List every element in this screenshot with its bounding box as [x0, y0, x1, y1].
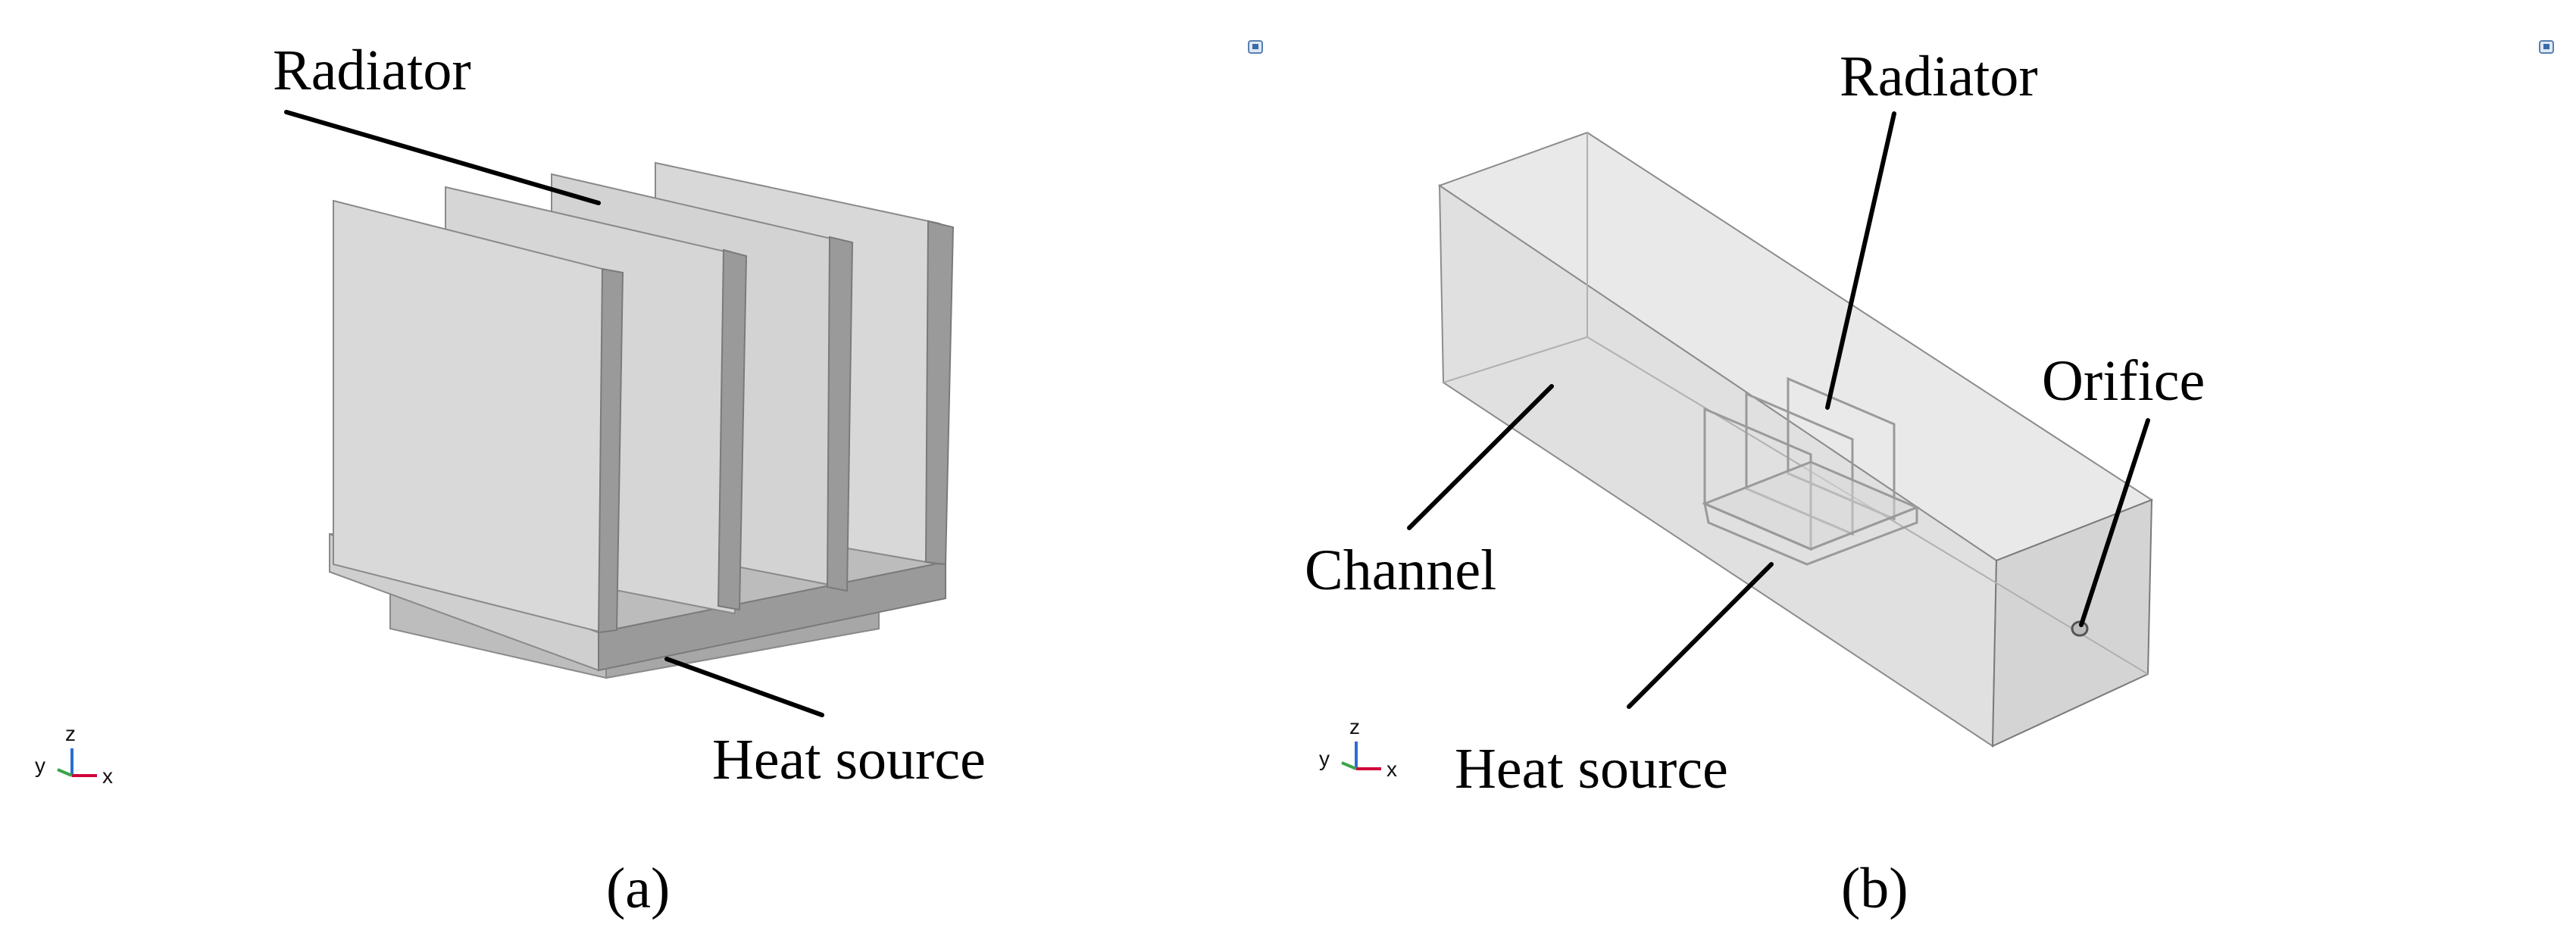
- heat-sink-a: [329, 161, 955, 679]
- axis-z-label-a: z: [65, 722, 76, 745]
- label-radiator-a: Radiator: [273, 39, 471, 102]
- axis-y-label-b: y: [1319, 747, 1330, 770]
- axis-triad-b: z y x: [1319, 715, 1397, 781]
- label-orifice-b: Orifice: [2042, 349, 2205, 413]
- label-channel-b: Channel: [1305, 539, 1496, 602]
- leader-channel-b: [1407, 384, 1554, 530]
- label-heat-source-b: Heat source: [1455, 737, 1728, 801]
- leader-heat-source-a: [664, 657, 824, 717]
- orifice-hole: [2071, 620, 2089, 637]
- caption-a: (a): [606, 857, 670, 920]
- panel-b: Radiator Channel Orifice Heat source (b)…: [1305, 45, 2205, 920]
- view-marker-icon: [1248, 40, 1263, 54]
- panel-a: Radiator Heat source (a) z y x: [35, 39, 986, 920]
- caption-b: (b): [1841, 857, 1909, 920]
- label-radiator-b: Radiator: [1840, 45, 2038, 108]
- axis-triad-a: z y x: [35, 722, 113, 788]
- axis-y-label-a: y: [35, 754, 45, 777]
- radiator-inside-channel: [1702, 376, 1920, 566]
- channel-box: [1437, 131, 2154, 748]
- axis-x-label-a: x: [102, 764, 113, 788]
- axis-z-label-b: z: [1349, 715, 1360, 738]
- label-heat-source-a: Heat source: [712, 728, 986, 792]
- leader-heat-source-b: [1627, 562, 1774, 709]
- leader-radiator-a: [284, 110, 601, 205]
- leader-radiator-b: [1825, 111, 1896, 410]
- view-marker-icon-right: [2539, 40, 2554, 54]
- fin-front-a: [333, 199, 603, 634]
- axis-x-label-b: x: [1386, 757, 1397, 781]
- leader-orifice-b: [2079, 418, 2150, 627]
